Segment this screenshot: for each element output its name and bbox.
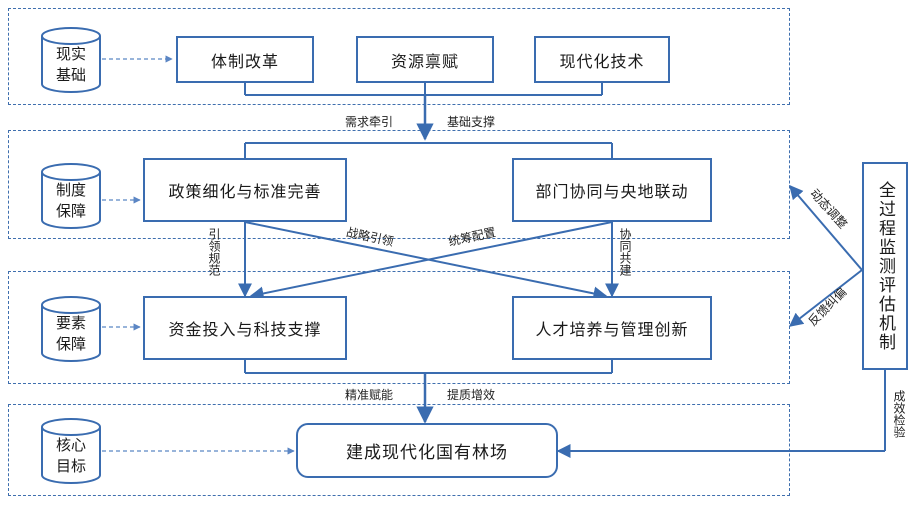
cylinder-foundation-line1: 现实 bbox=[55, 45, 86, 63]
box-modern-technology: 现代化技术 bbox=[534, 36, 670, 83]
layer-band-foundation bbox=[8, 8, 790, 105]
cylinder-institution-line1: 制度 bbox=[55, 181, 86, 199]
box-department-coordination: 部门协同与央地联动 bbox=[512, 158, 712, 222]
label-precise-empower: 精准赋能 bbox=[345, 388, 394, 402]
layer-band-institution bbox=[8, 130, 790, 239]
box-funding-tech: 资金投入与科技支撑 bbox=[143, 296, 347, 360]
cylinder-goal-line1: 核心 bbox=[55, 436, 86, 454]
cylinder-foundation-line2: 基础 bbox=[55, 66, 86, 84]
box-monitoring: 全过程监测评估机制 bbox=[862, 162, 908, 370]
box-institutional-reform: 体制改革 bbox=[176, 36, 314, 83]
box-monitoring-label: 全过程监测评估机制 bbox=[875, 180, 895, 352]
box-policy-refinement: 政策细化与标准完善 bbox=[143, 158, 347, 222]
cylinder-factor-line2: 保障 bbox=[55, 335, 86, 353]
label-coordinate-build: 协同共建 bbox=[618, 228, 632, 276]
box-talent-management: 人才培养与管理创新 bbox=[512, 296, 712, 360]
label-outcome-check: 成效检验 bbox=[892, 390, 906, 438]
cylinder-institution: 制度保障 bbox=[40, 162, 102, 230]
cylinder-factor-line1: 要素 bbox=[55, 314, 86, 332]
cylinder-goal: 核心目标 bbox=[40, 417, 102, 485]
box-goal: 建成现代化国有林场 bbox=[296, 423, 558, 478]
cylinder-institution-line2: 保障 bbox=[55, 202, 86, 220]
label-demand-pull: 需求牵引 bbox=[345, 115, 394, 129]
label-guide-regulate: 引领规范 bbox=[207, 228, 221, 276]
cylinder-factor: 要素保障 bbox=[40, 295, 102, 363]
cylinder-foundation: 现实基础 bbox=[40, 26, 102, 94]
label-foundation-support: 基础支撑 bbox=[447, 115, 496, 129]
layer-band-factor bbox=[8, 271, 790, 384]
box-resource-endowment: 资源禀赋 bbox=[356, 36, 494, 83]
label-quality-efficiency: 提质增效 bbox=[447, 388, 496, 402]
cylinder-goal-line2: 目标 bbox=[55, 457, 86, 475]
